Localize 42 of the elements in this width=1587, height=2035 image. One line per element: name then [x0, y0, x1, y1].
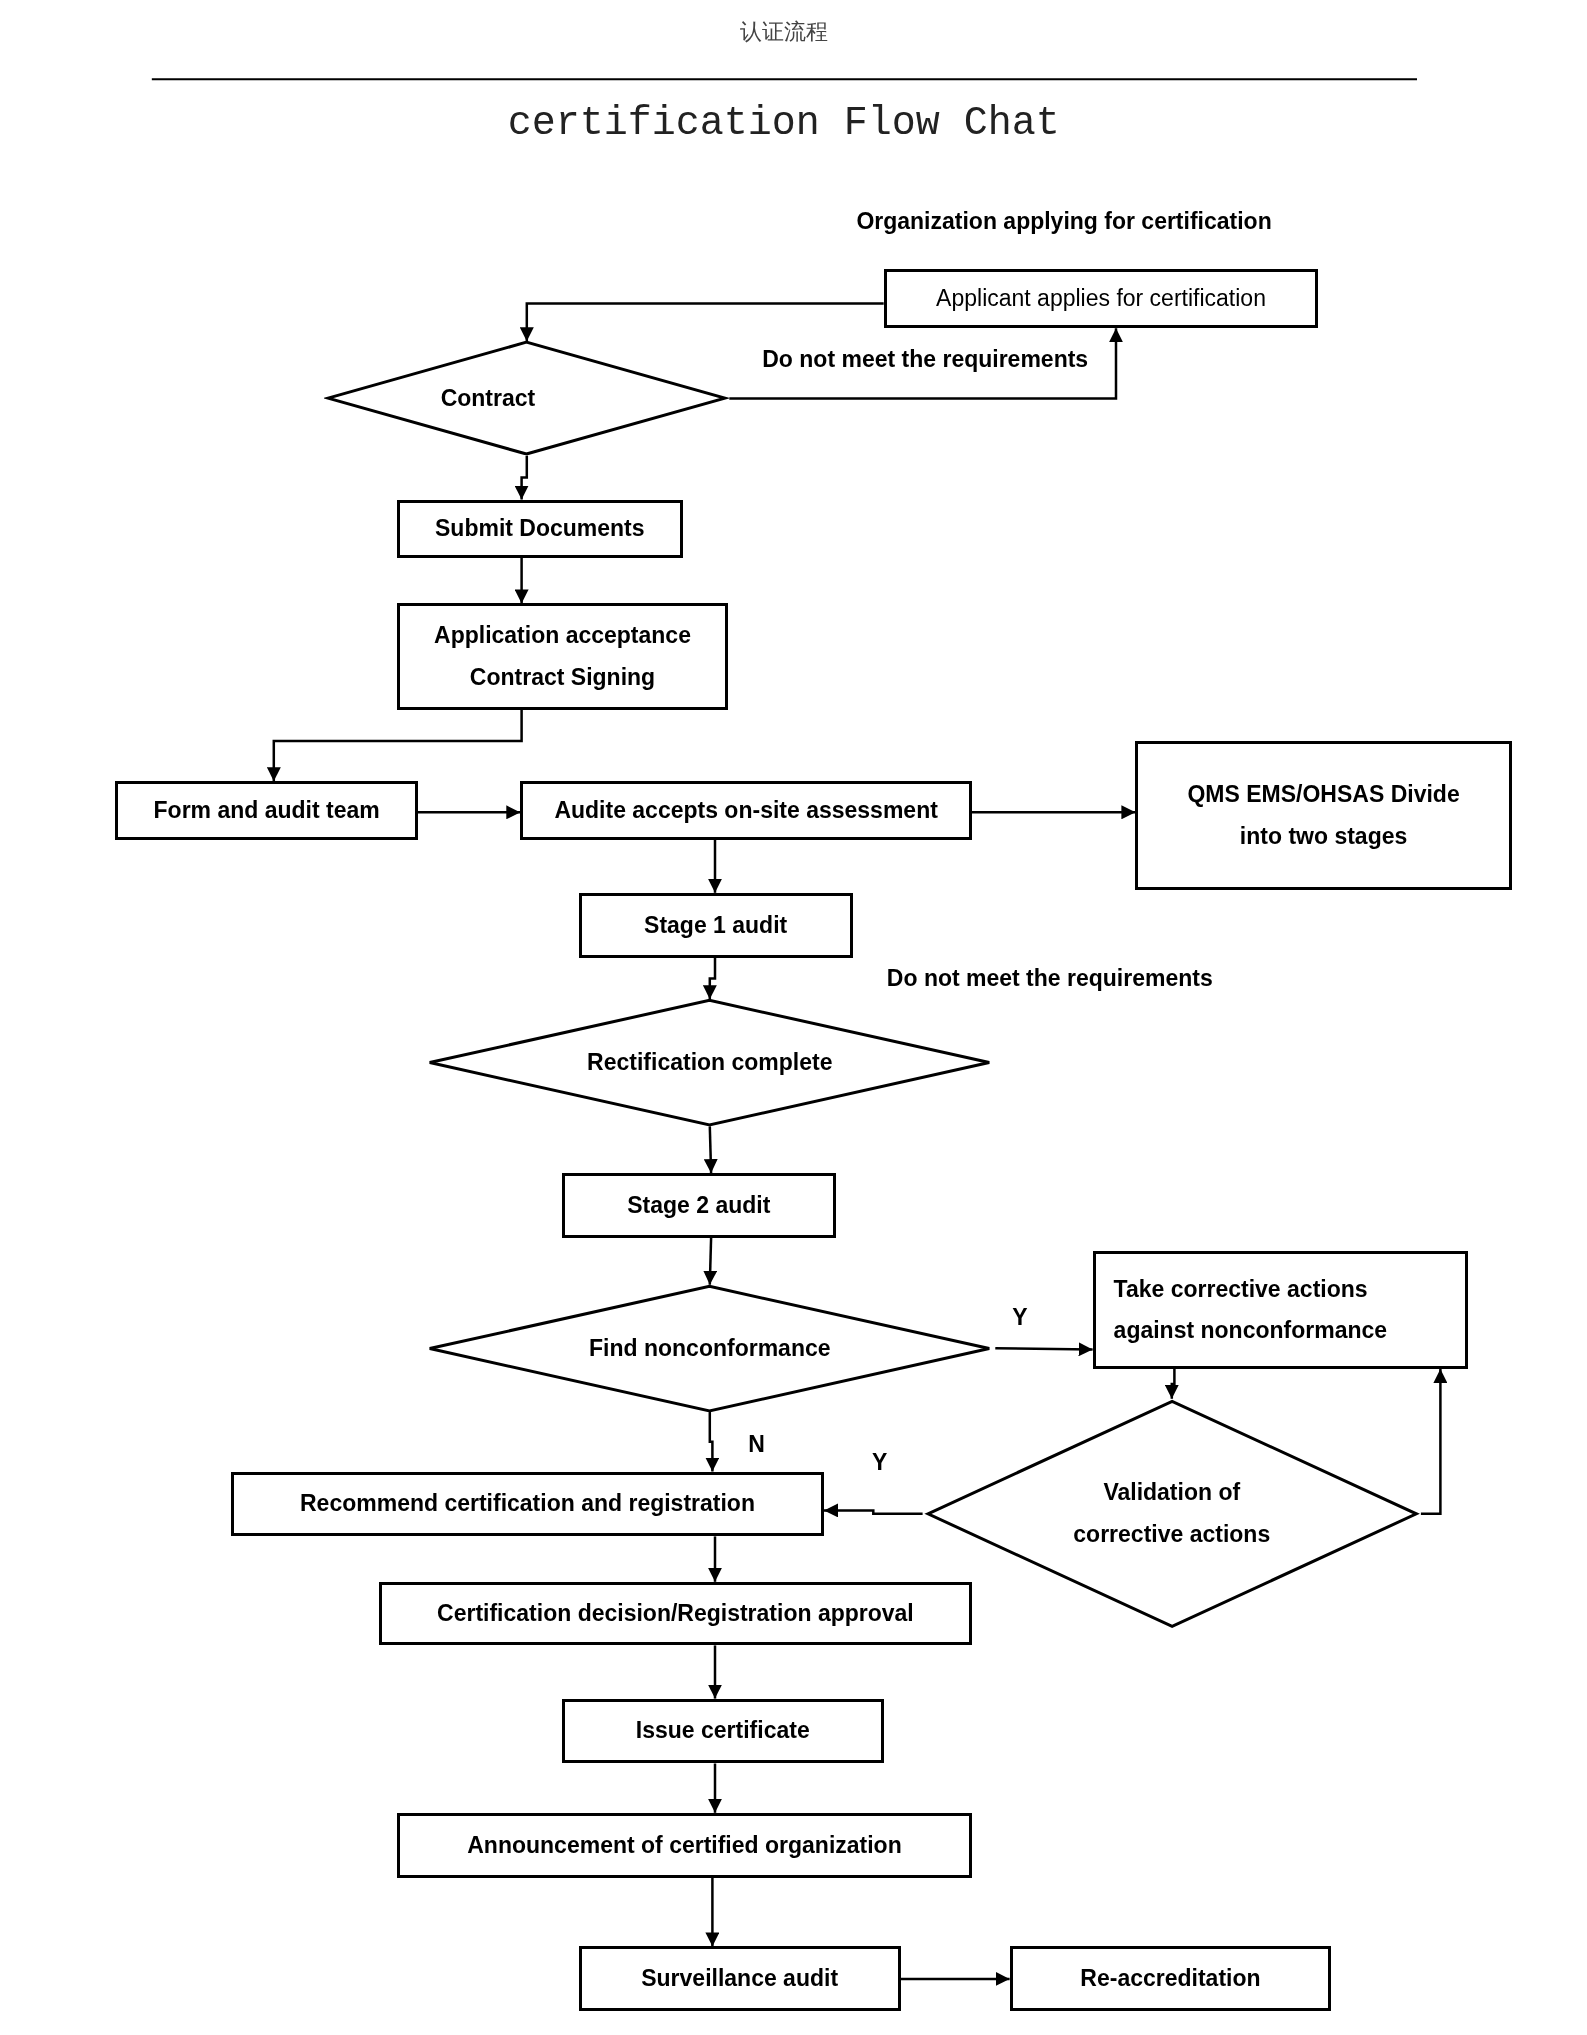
- arrow: [514, 558, 529, 604]
- process-box: Stage 2 audit: [561, 1173, 836, 1238]
- process-box: Applicant applies for certification: [883, 268, 1319, 329]
- arrow: [1164, 1369, 1179, 1399]
- arrow: [266, 709, 523, 782]
- arrow: [703, 1126, 718, 1174]
- decision-diamond: Contract: [324, 341, 730, 456]
- arrow: [519, 302, 884, 342]
- arrow: [824, 1503, 923, 1518]
- process-box: Take corrective actions against nonconformance: [1092, 1250, 1468, 1369]
- arrow: [708, 1763, 722, 1813]
- process-box: Submit Documents: [397, 499, 683, 558]
- decision-diamond: Validation of corrective actions: [922, 1398, 1421, 1629]
- arrow: [514, 455, 529, 500]
- title: certification Flow Chat: [507, 100, 1060, 146]
- arrow: [703, 1237, 718, 1285]
- process-box: Re-accreditation: [1009, 1946, 1332, 2012]
- process-box: Form and audit team: [115, 781, 418, 840]
- arrow: [708, 839, 722, 893]
- note: Do not meet the requirements: [886, 964, 1213, 992]
- arrow: [708, 1536, 722, 1582]
- process-box: QMS EMS/OHSAS Divide into two stages: [1135, 740, 1512, 891]
- arrow: [705, 1877, 720, 1947]
- header-text: 认证流程: [739, 18, 828, 47]
- heading: Organization applying for certification: [856, 207, 1272, 235]
- arrow: [705, 1411, 720, 1472]
- process-box: Issue certificate: [561, 1698, 884, 1764]
- process-box: Audite accepts on-site assessment: [520, 781, 972, 840]
- arrow: [708, 1645, 722, 1699]
- arrow: [1420, 1369, 1448, 1515]
- process-box: Announcement of certified organization: [397, 1812, 972, 1878]
- process-box: Stage 1 audit: [578, 892, 853, 958]
- process-box: Application acceptance Contract Signing: [397, 603, 728, 710]
- arrow: [900, 1971, 1010, 1986]
- arrow: [995, 1342, 1093, 1357]
- process-box: Recommend certification and registration: [230, 1471, 824, 1537]
- arrow: [971, 805, 1136, 820]
- process-box: Surveillance audit: [578, 1946, 901, 2012]
- arrow: [702, 957, 717, 1000]
- process-box: Certification decision/Registration approval: [378, 1581, 972, 1646]
- arrow: [729, 328, 1123, 400]
- arrow: [417, 805, 521, 820]
